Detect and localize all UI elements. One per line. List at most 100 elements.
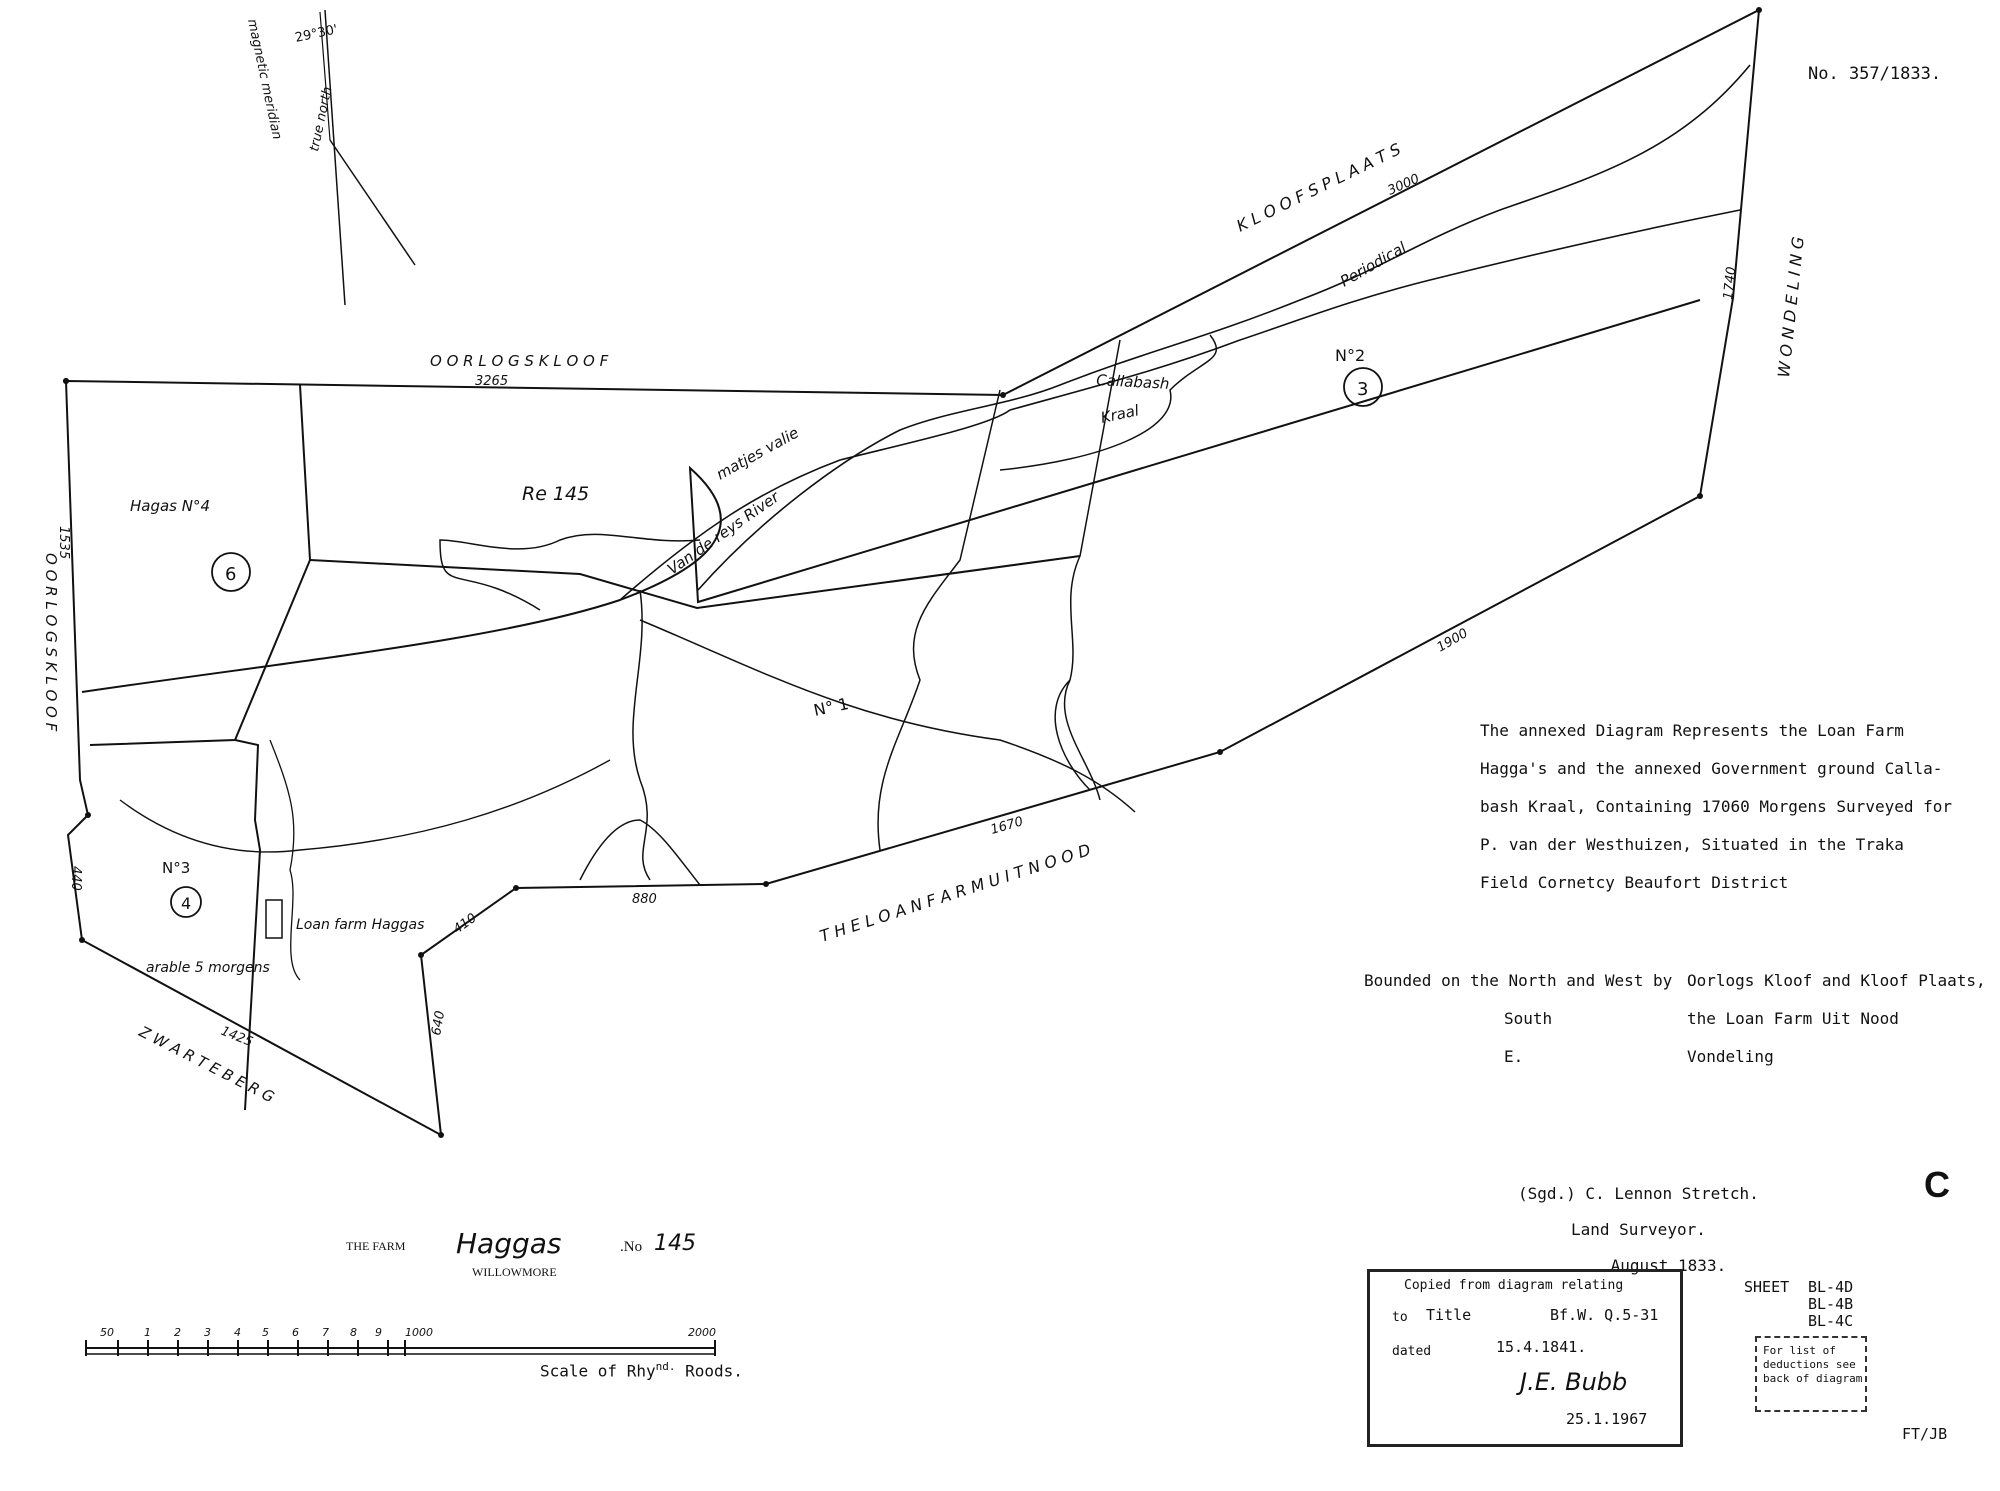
description-line: Hagga's and the annexed Government groun… xyxy=(1480,759,1943,778)
description-block: The annexed Diagram Represents the Loan … xyxy=(1480,712,1952,902)
description-line: The annexed Diagram Represents the Loan … xyxy=(1480,721,1904,740)
partition-hagas xyxy=(89,384,312,746)
label-no3: N°3 xyxy=(162,859,190,877)
scale-tick-2: 2 xyxy=(174,1326,181,1339)
stamp-signature: J.E. Bubb xyxy=(1520,1368,1628,1396)
north-line xyxy=(319,11,331,141)
farm-number: 145 xyxy=(654,1231,696,1256)
scale-tick-4: 4 xyxy=(234,1326,241,1339)
no1-line xyxy=(639,619,1136,813)
sheet-code: BL-4D xyxy=(1808,1278,1854,1296)
hill-curve xyxy=(119,759,611,853)
stream-4 xyxy=(1063,339,1121,801)
stream-8 xyxy=(269,739,301,981)
distance-1535: 1535 xyxy=(56,526,71,559)
magnetic-meridian xyxy=(324,9,346,306)
initials: FT/JB xyxy=(1902,1425,1948,1443)
surveyor-title: Land Surveyor. xyxy=(1570,1220,1706,1239)
scale-tick-5: 5 xyxy=(262,1326,269,1339)
stamp-to-value: Title xyxy=(1426,1306,1472,1324)
label-no1: N° 1 xyxy=(812,694,850,720)
bounded-block: Bounded on the North and West by Oorlogs… xyxy=(1364,962,1986,1076)
circled-6: 6 xyxy=(225,564,236,585)
stamp-dated-value: 15.4.1841. xyxy=(1496,1338,1587,1356)
label-kloofs-plaats: K L O O F S P L A A T S xyxy=(1233,139,1403,235)
bounded-key: South xyxy=(1504,1009,1553,1028)
inner-road xyxy=(309,555,1081,610)
stream-1 xyxy=(632,589,651,881)
bounded-key: Bounded on the North and West by xyxy=(1364,971,1673,990)
plot-circle-6 xyxy=(211,552,251,592)
distance-410: 410 xyxy=(451,911,480,938)
bounded-row: Bounded on the North and West by Oorlogs… xyxy=(1364,962,1986,1000)
label-wondeling: W O N D E L I N G xyxy=(1774,236,1808,379)
stamp-to-label: to xyxy=(1392,1310,1408,1325)
label-hagas-no4: Hagas N°4 xyxy=(130,497,210,515)
signature-line: (Sgd.) C. Lennon Stretch. xyxy=(1518,1184,1759,1203)
scale-tick-8: 8 xyxy=(350,1326,357,1339)
sheet-letter: C xyxy=(1924,1164,1950,1205)
label-loan-farm-uit-nood: T H E L O A N F A R M U I T N O O D xyxy=(817,840,1093,946)
label-oorlogs-kloof-top: O O R L O G S K L O O F xyxy=(430,352,609,370)
scale-caption: Scale of Rhynd. Roods. xyxy=(540,1360,743,1380)
distance-1740: 1740 xyxy=(1721,266,1739,300)
deduction-line: back of diagram xyxy=(1763,1372,1863,1385)
stamp-reference: Bf.W. Q.5-31 xyxy=(1550,1306,1659,1324)
true-north xyxy=(329,139,416,266)
stream-3 xyxy=(877,389,1001,851)
sheet-code: BL-4B xyxy=(1808,1295,1854,1313)
distance-1900: 1900 xyxy=(1435,626,1471,656)
scale-tick-3: 3 xyxy=(204,1326,211,1339)
deduction-line: deductions see xyxy=(1763,1358,1856,1371)
homestead-plot xyxy=(265,899,283,939)
bounded-row: South the Loan Farm Uit Nood xyxy=(1364,1000,1986,1038)
description-line: bash Kraal, Containing 17060 Morgens Sur… xyxy=(1480,797,1953,816)
scale-tick-50: 50 xyxy=(100,1326,114,1339)
sheet-label: SHEET xyxy=(1744,1278,1790,1296)
distance-3265: 3265 xyxy=(475,374,508,389)
stamp-dated-label: dated xyxy=(1392,1344,1432,1359)
stamp-copied: Copied from diagram relating xyxy=(1404,1278,1624,1293)
label-periodical: Periodical xyxy=(1337,238,1410,291)
scale-caption-sup: nd. xyxy=(655,1360,676,1373)
sheet-code: BL-4C xyxy=(1808,1312,1854,1330)
description-line: P. van der Westhuizen, Situated in the T… xyxy=(1480,835,1904,854)
distance-440: 440 xyxy=(68,866,83,891)
label-callabash: Callabash xyxy=(1096,371,1170,393)
bounded-key: E. xyxy=(1504,1047,1524,1066)
scale-caption-post: Roods. xyxy=(675,1361,743,1381)
circled-3: 3 xyxy=(1357,379,1368,400)
road-line xyxy=(81,299,1701,693)
scale-tick-1: 1 xyxy=(144,1326,151,1339)
distance-640: 640 xyxy=(429,1010,448,1037)
scale-tick-1000: 1000 xyxy=(405,1326,433,1339)
label-matjes-valie: matjes valie xyxy=(713,423,802,483)
distance-880: 880 xyxy=(632,892,657,907)
scale-tick-9: 9 xyxy=(375,1326,382,1339)
document-number: No. 357/1833. xyxy=(1808,64,1942,84)
label-loan-farm-haggas: Loan farm Haggas xyxy=(296,917,424,933)
description-line: Field Cornetcy Beaufort District xyxy=(1480,873,1789,892)
scale-tick-2000: 2000 xyxy=(688,1326,716,1339)
deduction-line: For list of xyxy=(1763,1344,1836,1357)
plot-circle-3 xyxy=(1343,367,1383,407)
label-re-145: Re 145 xyxy=(522,483,589,505)
copy-stamp: Copied from diagram relating to Title Bf… xyxy=(1367,1269,1683,1447)
farm-no-label: .No xyxy=(620,1239,643,1255)
bounded-value: the Loan Farm Uit Nood xyxy=(1687,1009,1899,1028)
bounded-value: Oorlogs Kloof and Kloof Plaats, xyxy=(1687,971,1986,990)
deduction-stamp: For list of deductions see back of diagr… xyxy=(1755,1336,1867,1412)
river-matjes xyxy=(697,64,1751,591)
label-no2: N°2 xyxy=(1335,346,1365,365)
stream-6 xyxy=(1054,679,1091,791)
distance-3000: 3000 xyxy=(1386,171,1422,198)
label-van-de-reys-river: Van de reys River xyxy=(664,487,783,578)
plot-circle-4 xyxy=(170,886,202,918)
label-arable: arable 5 morgens xyxy=(146,960,270,976)
surveyor-signature-block: (Sgd.) C. Lennon Stretch. Land Surveyor.… xyxy=(1518,1176,1759,1284)
label-kraal: Kraal xyxy=(1099,401,1141,427)
stream-7 xyxy=(579,819,701,886)
stream-2 xyxy=(439,533,701,611)
farm-district: WILLOWMORE xyxy=(472,1265,557,1279)
